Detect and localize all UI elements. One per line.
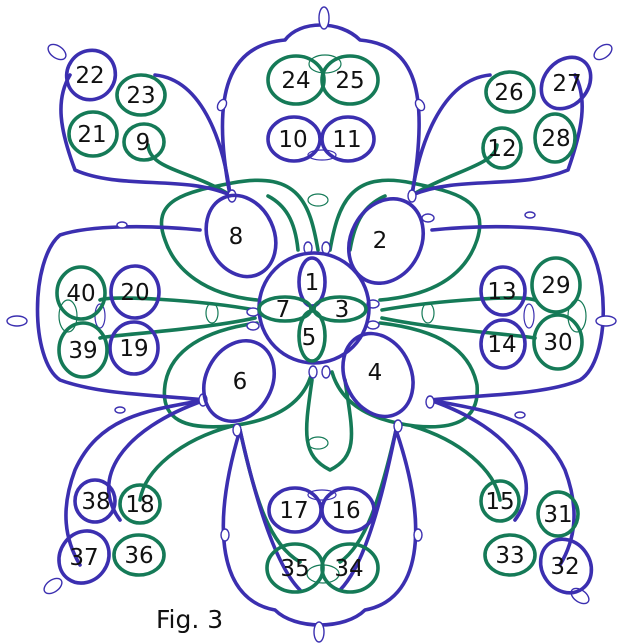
ring-label-9: 9 [136,130,151,156]
ring-20 [109,264,161,320]
ring-27 [539,55,593,111]
ring-label-15: 15 [485,489,514,515]
ring-38 [73,478,117,524]
ring-10 [266,115,322,163]
ring-7 [257,295,313,323]
ring-label-5: 5 [302,325,317,351]
ring-31 [536,490,580,538]
ring-label-37: 37 [69,545,98,571]
ring-label-8: 8 [229,224,244,250]
ring-label-25: 25 [335,68,364,94]
ring-label-27: 27 [552,71,581,97]
ring-label-12: 12 [487,136,516,162]
ring-13 [479,265,527,317]
ring-label-22: 22 [75,63,104,89]
ring-33 [483,533,537,577]
ring-24 [266,54,326,106]
ring-label-2: 2 [373,228,388,254]
ring-4 [341,331,415,419]
ring-39 [57,321,109,379]
ring-label-31: 31 [543,502,572,528]
ring-15 [479,479,521,523]
ring-label-29: 29 [541,273,570,299]
ring-3 [312,295,368,323]
ring-label-24: 24 [281,68,310,94]
ring-label-10: 10 [278,127,307,153]
ring-37 [57,529,111,585]
ring-25 [320,54,380,106]
ring-32 [538,537,594,595]
ring-30 [532,313,584,371]
ring-label-28: 28 [541,126,570,152]
ring-35 [265,542,325,594]
ring-label-32: 32 [550,554,579,580]
ring-label-34: 34 [334,556,363,582]
rings [55,48,594,595]
ring-label-14: 14 [487,332,516,358]
ring-label-1: 1 [305,270,320,296]
ring-label-35: 35 [280,556,309,582]
ring-8 [204,193,278,279]
ring-label-26: 26 [494,80,523,106]
ring-labels: 1 2 3 4 5 6 7 8 9 10 11 12 13 14 15 16 1… [66,63,581,582]
picots [6,6,617,643]
ring-label-6: 6 [233,369,248,395]
ring-label-17: 17 [279,498,308,524]
ring-26 [484,70,536,114]
ring-14 [479,318,527,370]
ring-12 [481,126,523,170]
ring-label-33: 33 [495,543,524,569]
ring-label-20: 20 [120,280,149,306]
ring-36 [112,533,166,577]
ring-19 [108,320,160,376]
ring-label-16: 16 [331,498,360,524]
ring-2 [347,197,425,285]
ring-28 [533,112,577,164]
ring-label-11: 11 [332,127,361,153]
ring-23 [115,73,167,117]
ring-label-30: 30 [543,330,572,356]
ring-label-36: 36 [124,543,153,569]
ring-40 [55,265,107,321]
ring-11 [320,115,376,163]
ring-label-4: 4 [368,360,383,386]
ring-21 [67,110,119,158]
ring-22 [64,48,118,102]
figure-caption: Fig. 3 [156,605,223,634]
ring-17 [267,486,323,534]
ring-label-38: 38 [81,489,110,515]
ring-9 [122,122,166,162]
ring-label-13: 13 [487,279,516,305]
ring-6 [202,339,276,423]
ring-label-21: 21 [77,122,106,148]
ring-18 [118,483,162,525]
ring-label-39: 39 [68,338,97,364]
ring-label-40: 40 [66,281,95,307]
ring-label-7: 7 [276,297,291,323]
ring-label-19: 19 [119,336,148,362]
ring-label-18: 18 [125,492,154,518]
ring-label-23: 23 [126,83,155,109]
ring-29 [530,256,582,314]
ring-label-3: 3 [335,297,350,323]
